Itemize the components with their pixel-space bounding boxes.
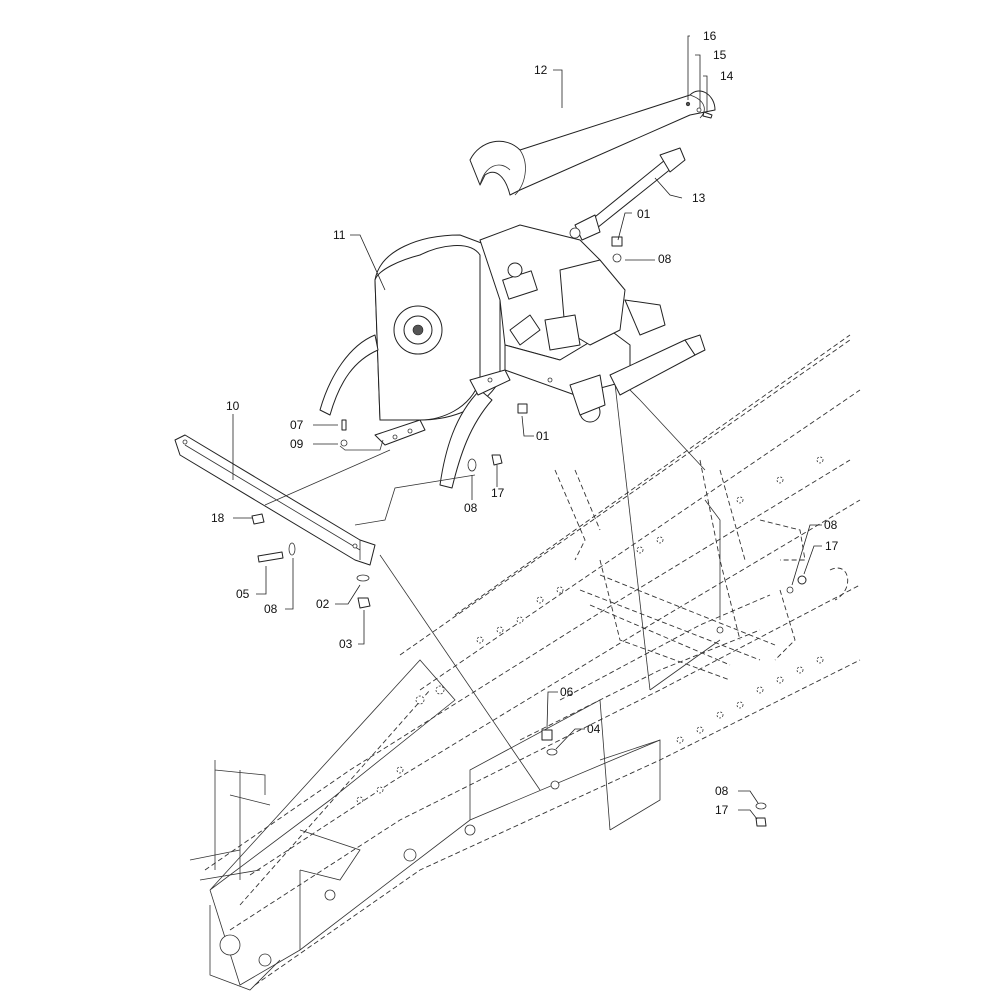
part-label-10: 10 <box>226 399 240 413</box>
part-labels: 16 15 14 12 13 01 08 11 10 07 09 01 08 1… <box>211 29 839 817</box>
part-label-12: 12 <box>534 63 548 77</box>
part-label-17-right: 17 <box>825 539 839 553</box>
part-label-08-right: 08 <box>824 518 838 532</box>
part-label-14: 14 <box>720 69 734 83</box>
frame-holes <box>356 456 824 862</box>
drive-shaft <box>558 147 686 246</box>
part-label-13: 13 <box>692 191 706 205</box>
pump-assembly <box>319 224 706 489</box>
fasteners <box>251 101 807 827</box>
chassis-frame <box>189 334 861 991</box>
part-label-08-left: 08 <box>264 602 278 616</box>
part-label-01-mid: 01 <box>536 429 550 443</box>
part-label-09: 09 <box>290 437 304 451</box>
part-label-18: 18 <box>211 511 225 525</box>
leader-lines <box>232 35 822 820</box>
part-label-06: 06 <box>560 685 574 699</box>
part-label-17-bottom: 17 <box>715 803 729 817</box>
part-label-17-mid: 17 <box>491 486 505 500</box>
part-label-07: 07 <box>290 418 304 432</box>
part-label-08-mid: 08 <box>464 501 478 515</box>
part-label-02: 02 <box>316 597 330 611</box>
part-label-16: 16 <box>703 29 717 43</box>
part-label-08-top: 08 <box>658 252 672 266</box>
part-label-15: 15 <box>713 48 727 62</box>
support-bar <box>174 434 376 566</box>
part-label-01-top: 01 <box>637 207 651 221</box>
part-label-05: 05 <box>236 587 250 601</box>
part-label-04: 04 <box>587 722 601 736</box>
part-label-03: 03 <box>339 637 353 651</box>
hose-cover <box>469 90 716 196</box>
part-label-08-bottom: 08 <box>715 784 729 798</box>
part-label-11: 11 <box>333 228 346 242</box>
